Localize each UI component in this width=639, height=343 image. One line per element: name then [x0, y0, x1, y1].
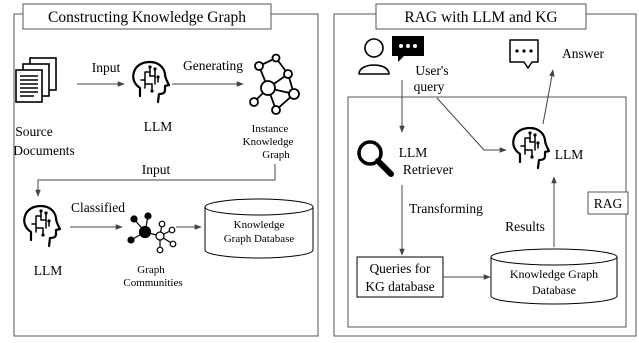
retriever-label-1: LLM: [399, 145, 428, 160]
knowledge-graph-icon: [249, 53, 300, 115]
rag-label-box: [587, 191, 629, 215]
queries-label-2: KG database: [365, 279, 434, 294]
retriever-label-2: Retriever: [403, 162, 454, 177]
source-documents-label-1: Source: [15, 124, 53, 139]
chat-bubble-icon: [392, 36, 424, 62]
generating-label: Generating: [183, 58, 243, 73]
left-panel-title: Constructing Knowledge Graph: [48, 9, 246, 26]
rag-label: RAG: [594, 196, 623, 211]
llm-brain-icon-right: [512, 126, 551, 170]
answer-chat-icon: [509, 39, 539, 69]
llm-brain-icon-2: [23, 204, 62, 248]
input-label: Input: [92, 60, 121, 75]
llm-brain-icon: [132, 60, 171, 104]
kgdb-label-1: Knowledge: [234, 219, 285, 231]
documents-icon: [15, 57, 57, 103]
transforming-label: Transforming: [409, 201, 483, 216]
kgdb-right-label-2: Database: [532, 283, 576, 297]
database-cylinder-icon-right: [490, 248, 618, 305]
right-panel-title: RAG with LLM and KG: [404, 9, 557, 26]
queries-label-1: Queries for: [369, 261, 431, 276]
input-label-2: Input: [142, 162, 171, 177]
llm-label-right: LLM: [555, 147, 584, 162]
results-label: Results: [505, 219, 545, 234]
kgdb-right-label-1: Knowledge Graph: [510, 267, 598, 281]
right-panel: RAG with LLM and KG RAG User's query Ans…: [333, 3, 637, 337]
left-panel-title-box: [22, 3, 272, 30]
instance-kg-label-3: Graph: [262, 149, 290, 161]
llm-label-2: LLM: [34, 263, 63, 278]
right-panel-title-box: [375, 3, 587, 30]
queries-box: [356, 256, 444, 298]
llm-to-answer-arrow: [542, 69, 555, 125]
graph-communities-label-2: Communities: [123, 277, 182, 289]
user-query-label-1: User's: [415, 63, 448, 78]
instance-kg-label-2: Knowledge: [243, 136, 294, 148]
llm-label: LLM: [144, 119, 173, 134]
graph-communities-icon: [127, 212, 177, 254]
input-arrow-2: [35, 164, 276, 197]
classified-label: Classified: [71, 200, 125, 215]
kgdb-label-2: Graph Database: [224, 233, 295, 245]
graph-communities-label-1: Graph: [137, 264, 165, 276]
user-icon: [358, 38, 390, 75]
left-panel: Constructing Knowledge Graph Source Docu…: [13, 3, 319, 337]
user-query-label-2: query: [414, 79, 445, 94]
answer-label: Answer: [562, 46, 604, 61]
query-to-llm-arrow: [436, 97, 507, 153]
database-cylinder-icon: [204, 198, 314, 259]
source-documents-label-2: Documents: [13, 143, 75, 158]
magnifier-icon: [357, 140, 394, 177]
instance-kg-label-1: Instance: [252, 123, 289, 135]
